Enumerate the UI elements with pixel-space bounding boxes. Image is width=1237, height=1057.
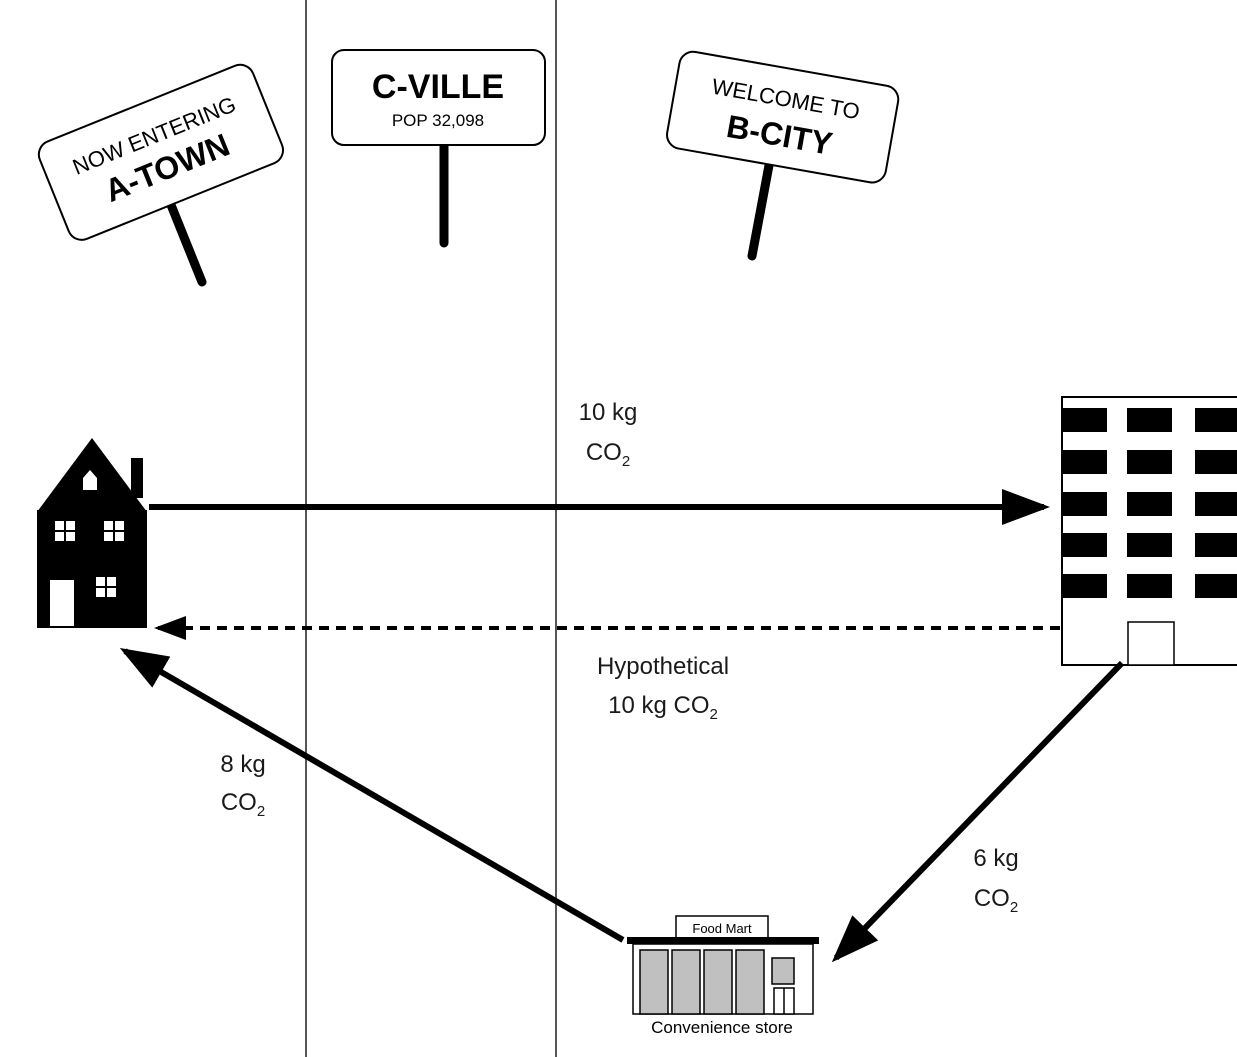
label-hypothetical-sub: 2 [710, 706, 718, 723]
label-office-to-store-amount: 6 kg [973, 845, 1018, 872]
sign-b-city: WELCOME TO B-CITY [665, 50, 901, 256]
arrow-store-to-home [125, 651, 623, 940]
arrow-office-to-store [836, 663, 1122, 958]
label-hypothetical-amount: 10 kg CO [608, 692, 709, 719]
label-hypothetical-title: Hypothetical [597, 653, 729, 680]
store-caption: Convenience store [651, 1018, 793, 1037]
label-hypothetical: Hypothetical 10 kg CO2 [597, 653, 729, 723]
label-store-to-home: 8 kg CO2 [220, 751, 265, 820]
label-home-to-office-sub: 2 [622, 453, 630, 470]
label-office-to-store: 6 kg CO2 [973, 845, 1018, 916]
office-building-icon [1062, 397, 1237, 665]
label-home-to-office-amount: 10 kg [579, 399, 638, 426]
svg-text:CO2: CO2 [221, 789, 265, 820]
label-store-to-home-unit: CO [221, 789, 257, 816]
label-office-to-store-sub: 2 [1010, 899, 1018, 916]
sign-a-town: NOW ENTERING A-TOWN [35, 61, 288, 282]
label-store-to-home-sub: 2 [257, 803, 265, 820]
house-icon [37, 438, 147, 628]
label-store-to-home-amount: 8 kg [220, 751, 265, 778]
sign-c-ville: C-VILLE POP 32,098 [332, 50, 545, 243]
sign-c-ville-line2: POP 32,098 [392, 111, 484, 130]
convenience-store-icon: Food Mart Convenience store [627, 916, 819, 1037]
svg-text:CO2: CO2 [974, 885, 1018, 916]
svg-text:CO2: CO2 [586, 439, 630, 470]
label-home-to-office: 10 kg CO2 [579, 399, 638, 470]
store-sign-text: Food Mart [692, 921, 752, 936]
label-home-to-office-unit: CO [586, 439, 622, 466]
label-office-to-store-unit: CO [974, 885, 1010, 912]
sign-c-ville-line1: C-VILLE [372, 68, 504, 106]
svg-text:10 kg CO2: 10 kg CO2 [608, 692, 718, 723]
